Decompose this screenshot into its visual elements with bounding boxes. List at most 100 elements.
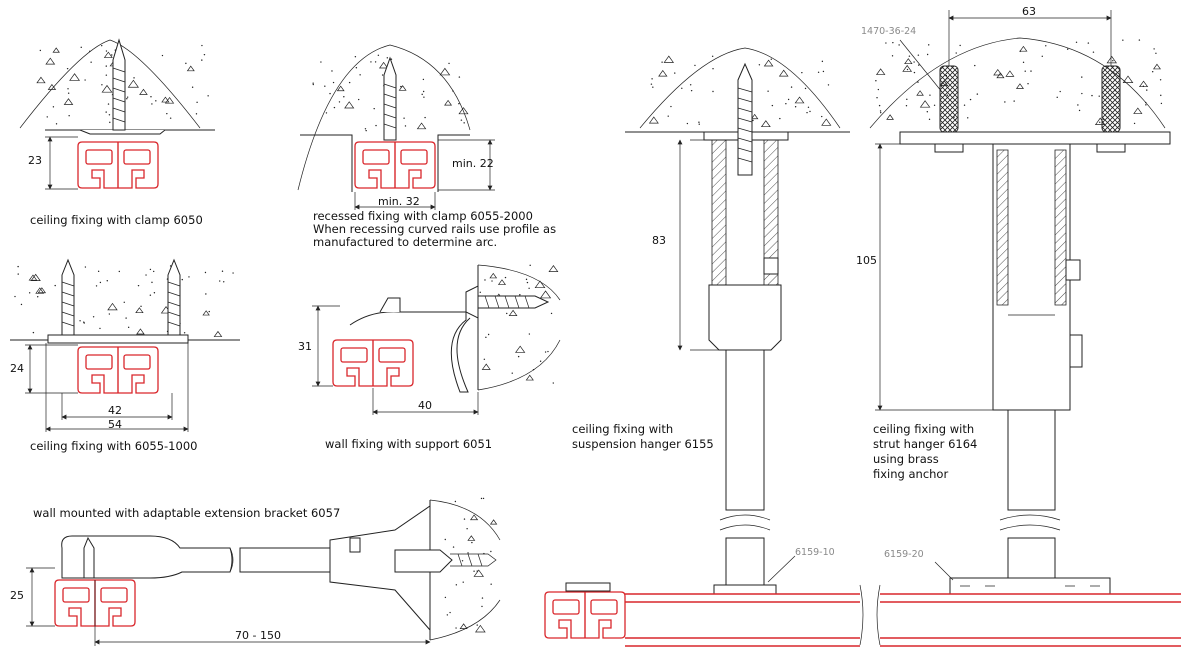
dim-min-32: min. 32 [378, 195, 420, 208]
concrete-aggregate [467, 535, 476, 541]
concrete-speck [79, 320, 81, 322]
concrete-speck [959, 44, 961, 47]
caption-strut-line3: using brass [873, 452, 939, 466]
concrete-aggregate [548, 265, 559, 272]
concrete-speck [875, 80, 877, 82]
concrete-speck [651, 78, 653, 80]
caption-hanger-line2: suspension hanger 6155 [572, 437, 714, 451]
concrete-speck [39, 49, 42, 52]
concrete-speck [1027, 83, 1029, 85]
concrete-speck [458, 103, 460, 105]
concrete-speck [424, 116, 426, 119]
concrete-speck [809, 110, 811, 113]
concrete-speck [891, 55, 894, 57]
concrete-speck [969, 98, 972, 101]
concrete-aggregate [1106, 55, 1117, 64]
concrete-speck [767, 90, 769, 92]
concrete-speck [976, 93, 979, 95]
concrete-speck [698, 121, 700, 123]
concrete-speck [444, 596, 447, 599]
concrete-speck [92, 316, 95, 318]
concrete-aggregate [1005, 70, 1015, 77]
concrete-speck [880, 111, 882, 114]
concrete-aggregate [489, 519, 498, 525]
caption-recessed-line3: manufactured to determine arc. [313, 235, 497, 249]
concrete-speck [770, 58, 773, 60]
concrete-speck [320, 61, 322, 63]
concrete-speck [365, 129, 367, 132]
concrete-speck [181, 278, 183, 281]
concrete-aggregate [127, 79, 140, 88]
concrete-speck [348, 81, 351, 84]
dim-25: 25 [10, 589, 24, 602]
concrete-speck [483, 358, 486, 361]
concrete-speck [547, 350, 549, 353]
concrete-speck [908, 55, 911, 57]
concrete-speck [338, 101, 341, 103]
caption-strut-line4: fixing anchor [873, 467, 948, 481]
concrete-speck [55, 123, 58, 125]
concrete-speck [1145, 104, 1147, 106]
concrete-speck [876, 96, 878, 99]
concrete-aggregate [202, 310, 210, 316]
concrete-speck [195, 113, 198, 115]
concrete-speck [183, 332, 186, 334]
concrete-speck [374, 61, 377, 63]
concrete-speck [466, 527, 468, 530]
concrete-speck [421, 93, 423, 96]
concrete-speck [446, 614, 449, 616]
concrete-speck [454, 500, 457, 503]
concrete-speck [423, 96, 425, 98]
concrete-speck [106, 280, 108, 282]
concrete-speck [1022, 61, 1025, 64]
concrete-speck [817, 71, 820, 73]
concrete-speck [381, 74, 384, 76]
concrete-speck [1099, 121, 1101, 123]
concrete-speck [955, 52, 957, 54]
concrete-speck [794, 106, 797, 108]
concrete-speck [771, 104, 774, 107]
concrete-speck [149, 294, 152, 296]
concrete-speck [201, 59, 203, 61]
concrete-speck [1133, 122, 1136, 125]
concrete-aggregate [135, 307, 144, 314]
concrete-speck [32, 331, 35, 334]
concrete-aggregate [750, 113, 759, 120]
concrete-speck [1041, 55, 1043, 57]
caption-strut-line2: strut hanger 6164 [873, 437, 977, 451]
concrete-aggregate [439, 67, 451, 76]
concrete-speck [151, 281, 153, 284]
concrete-speck [681, 87, 683, 89]
dim-42: 42 [108, 404, 122, 417]
concrete-speck [506, 312, 508, 315]
concrete-speck [452, 546, 455, 548]
caption-recessed-line2: When recessing curved rails use profile … [313, 222, 556, 236]
concrete-speck [481, 597, 484, 599]
concrete-speck [650, 83, 653, 85]
caption-clamp-6050: ceiling fixing with clamp 6050 [30, 213, 203, 227]
concrete-speck [169, 265, 172, 267]
concrete-speck [487, 333, 490, 336]
concrete-aggregate [103, 51, 113, 58]
concrete-speck [400, 85, 402, 88]
concrete-speck [449, 611, 451, 614]
concrete-speck [528, 287, 530, 289]
concrete-speck [806, 111, 808, 114]
concrete-speck [46, 116, 48, 118]
concrete-speck [84, 79, 86, 81]
concrete-speck [467, 552, 469, 554]
concrete-speck [67, 88, 69, 90]
dim-40: 40 [418, 399, 432, 412]
concrete-aggregate [525, 374, 534, 381]
concrete-aggregate [378, 61, 389, 69]
drawing-6055-1000: 24 42 54 ceiling fixing with 6055-1000 [10, 258, 240, 453]
concrete-aggregate [648, 116, 659, 124]
concrete-speck [1142, 85, 1145, 87]
concrete-speck [963, 104, 966, 106]
concrete-speck [821, 60, 824, 63]
concrete-speck [1159, 79, 1162, 81]
concrete-speck [403, 117, 405, 119]
concrete-speck [758, 64, 761, 66]
concrete-aggregate [1133, 107, 1143, 114]
concrete-speck [333, 106, 336, 109]
